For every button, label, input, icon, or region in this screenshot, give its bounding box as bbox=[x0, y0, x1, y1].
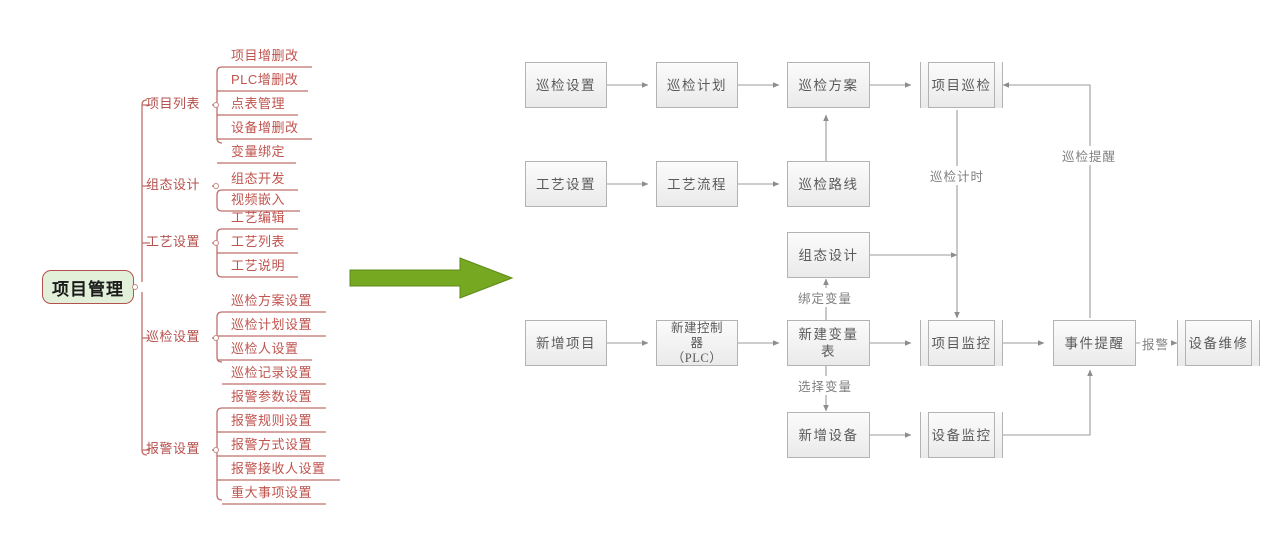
flow-node-shebei-weixiu[interactable]: 设备维修 bbox=[1177, 320, 1260, 366]
flow-edge-label-xuanze-bianliang: 选择变量 bbox=[796, 376, 855, 395]
mindmap-leaf-4-3[interactable]: 报警接收人设置 bbox=[231, 461, 326, 476]
mindmap-leaf-4-4[interactable]: 重大事项设置 bbox=[231, 485, 313, 500]
flow-edge-label-xunjian-jishi: 巡检计时 bbox=[928, 166, 987, 185]
mindmap-leaf-2-0[interactable]: 工艺编辑 bbox=[231, 210, 286, 225]
flow-node-shebei-jiankong[interactable]: 设备监控 bbox=[920, 412, 1003, 458]
mindmap-branch-label-1[interactable]: 组态设计 bbox=[146, 177, 201, 192]
mindmap-leaf-4-1[interactable]: 报警规则设置 bbox=[231, 413, 313, 428]
flow-node-label: 项目巡检 bbox=[931, 77, 992, 93]
flow-node-label: 新增设备 bbox=[798, 427, 859, 443]
flow-node-label: 巡检方案 bbox=[798, 77, 859, 93]
mindmap-branch-dot-0[interactable] bbox=[213, 102, 219, 108]
flow-node-shijian-tixing[interactable]: 事件提醒 bbox=[1053, 320, 1136, 366]
flow-node-xunjian-jihua[interactable]: 巡检计划 bbox=[656, 62, 738, 108]
flow-edge-label-bangding-bianliang: 绑定变量 bbox=[796, 288, 855, 307]
flow-node-xinzeng-shebei[interactable]: 新增设备 bbox=[787, 412, 870, 458]
mindmap-branch-label-0[interactable]: 项目列表 bbox=[146, 96, 201, 111]
mindmap-branch-dot-3[interactable] bbox=[213, 335, 219, 341]
flow-node-label: 新建控制器 （PLC） bbox=[670, 320, 723, 365]
mindmap-root-node[interactable]: 项目管理 bbox=[42, 270, 134, 304]
subroutine-right-bar bbox=[994, 412, 1003, 458]
mindmap-branch-label-2[interactable]: 工艺设置 bbox=[146, 234, 201, 249]
mindmap-leaf-0-2[interactable]: 点表管理 bbox=[231, 96, 286, 111]
subroutine-left-bar bbox=[920, 320, 929, 366]
mindmap-leaf-0-4[interactable]: 变量绑定 bbox=[231, 144, 286, 159]
flow-node-xunjian-shezhi[interactable]: 巡检设置 bbox=[525, 62, 607, 108]
mindmap-root-label: 项目管理 bbox=[52, 279, 124, 299]
flow-node-label: 组态设计 bbox=[798, 247, 859, 263]
mindmap-branch-dot-4[interactable] bbox=[213, 447, 219, 453]
subroutine-right-bar bbox=[1251, 320, 1260, 366]
flow-node-label: 设备监控 bbox=[931, 427, 992, 443]
mindmap-leaf-3-1[interactable]: 巡检计划设置 bbox=[231, 317, 313, 332]
mindmap-leaf-2-2[interactable]: 工艺说明 bbox=[231, 258, 286, 273]
mindmap-leaf-3-0[interactable]: 巡检方案设置 bbox=[231, 293, 313, 308]
flow-node-xiangmu-jiankong[interactable]: 项目监控 bbox=[920, 320, 1003, 366]
flow-edge-label-baojing: 报警 bbox=[1140, 334, 1172, 353]
flow-node-xinjian-bianliang[interactable]: 新建变量表 bbox=[787, 320, 870, 366]
mindmap-branch-label-4[interactable]: 报警设置 bbox=[146, 441, 201, 456]
mindmap-branch-dot-1[interactable] bbox=[213, 183, 219, 189]
flow-node-label: 巡检路线 bbox=[798, 176, 859, 192]
flow-node-xunjian-luxian[interactable]: 巡检路线 bbox=[787, 161, 870, 207]
flow-node-label: 巡检设置 bbox=[536, 77, 596, 93]
flow-node-label: 事件提醒 bbox=[1064, 335, 1125, 351]
flow-node-label: 工艺流程 bbox=[667, 176, 727, 192]
subroutine-right-bar bbox=[994, 320, 1003, 366]
mindmap-leaf-3-2[interactable]: 巡检人设置 bbox=[231, 341, 299, 356]
flow-node-xunjian-fangan[interactable]: 巡检方案 bbox=[787, 62, 870, 108]
subroutine-left-bar bbox=[920, 62, 929, 108]
mindmap-leaf-2-1[interactable]: 工艺列表 bbox=[231, 234, 286, 249]
flow-edge-label-xunjian-tixing: 巡检提醒 bbox=[1060, 146, 1119, 165]
mindmap-connectors bbox=[129, 66, 340, 505]
subroutine-left-bar bbox=[1177, 320, 1186, 366]
flow-node-gongyi-liucheng[interactable]: 工艺流程 bbox=[656, 161, 738, 207]
subroutine-left-bar bbox=[920, 412, 929, 458]
flow-node-label: 巡检计划 bbox=[667, 77, 727, 93]
flow-node-xinzeng-xiangmu[interactable]: 新增项目 bbox=[525, 320, 607, 366]
flow-node-label: 项目监控 bbox=[931, 335, 992, 351]
flow-node-zutai-sheji[interactable]: 组态设计 bbox=[787, 232, 870, 278]
mindmap-leaf-0-3[interactable]: 设备增删改 bbox=[231, 120, 299, 135]
mindmap-leaf-3-3[interactable]: 巡检记录设置 bbox=[231, 365, 313, 380]
green-right-arrow-icon bbox=[349, 257, 514, 299]
mindmap-panel: 项目管理 项目列表 组态设计 工艺设置 巡检设置 报警设置 项目增删改 PLC增… bbox=[0, 0, 510, 559]
mindmap-branch-label-3[interactable]: 巡检设置 bbox=[146, 329, 201, 344]
mindmap-leaf-4-0[interactable]: 报警参数设置 bbox=[231, 389, 313, 404]
mindmap-leaf-1-0[interactable]: 组态开发 bbox=[231, 171, 286, 186]
subroutine-right-bar bbox=[994, 62, 1003, 108]
mindmap-leaf-0-0[interactable]: 项目增删改 bbox=[231, 48, 299, 63]
mindmap-leaf-4-2[interactable]: 报警方式设置 bbox=[231, 437, 313, 452]
mindmap-leaf-0-1[interactable]: PLC增删改 bbox=[231, 72, 299, 87]
flow-node-label: 新建变量表 bbox=[798, 327, 859, 359]
mindmap-branch-dot-2[interactable] bbox=[213, 240, 219, 246]
mindmap-root-collapse-dot[interactable] bbox=[132, 284, 138, 290]
flow-node-label: 工艺设置 bbox=[536, 176, 596, 192]
flow-node-label: 设备维修 bbox=[1188, 335, 1249, 351]
mindmap-leaf-1-1[interactable]: 视频嵌入 bbox=[231, 192, 286, 207]
flow-node-xiangmu-xunjian[interactable]: 项目巡检 bbox=[920, 62, 1003, 108]
flow-node-xinjian-kongzhiqi[interactable]: 新建控制器 （PLC） bbox=[656, 320, 738, 366]
flow-node-gongyi-shezhi[interactable]: 工艺设置 bbox=[525, 161, 607, 207]
flow-node-label: 新增项目 bbox=[536, 335, 596, 351]
